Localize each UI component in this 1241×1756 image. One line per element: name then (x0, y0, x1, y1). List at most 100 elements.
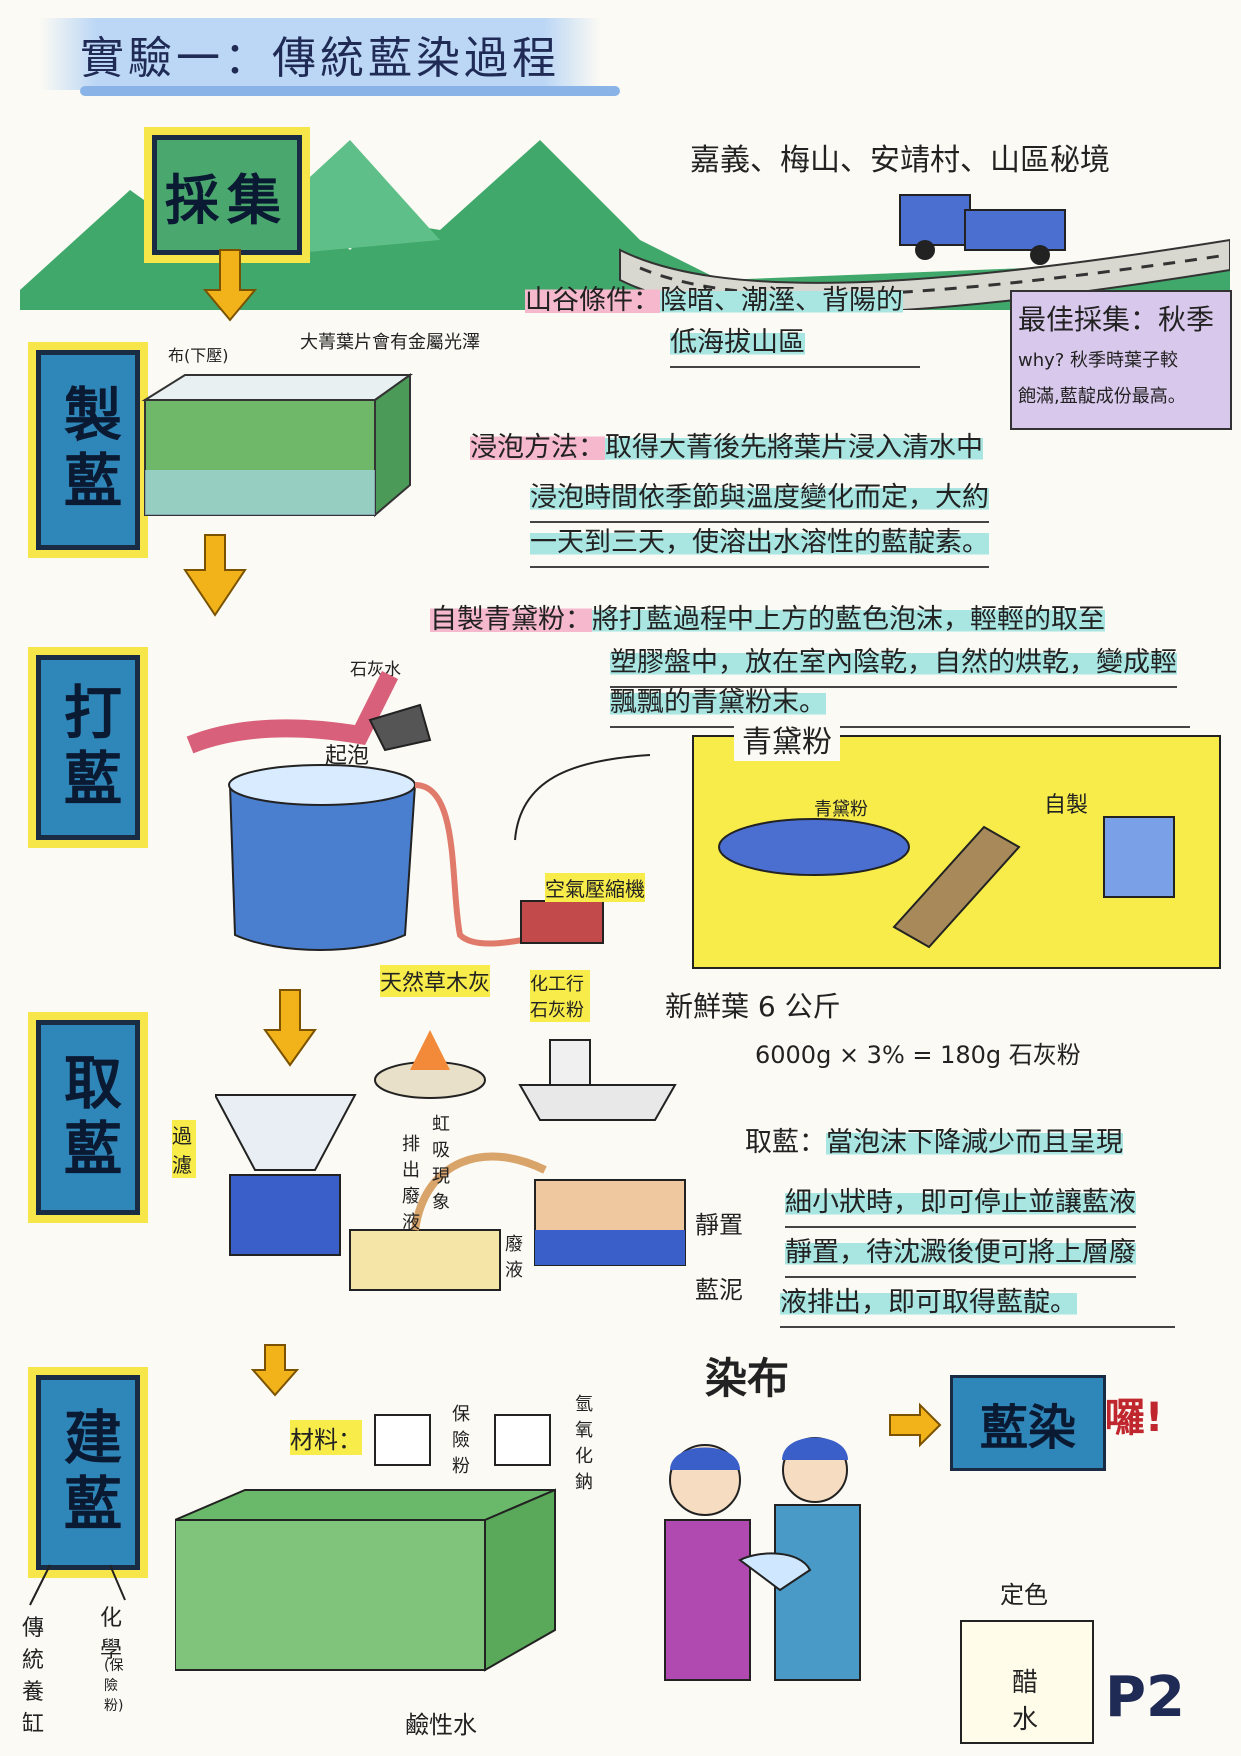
page-number: P2 (1105, 1665, 1186, 1730)
cloth (738, 1552, 812, 1592)
extract-line4-wrap: 液排出，即可取得藍靛。 (780, 1280, 1175, 1328)
soak-line1-wrap: 浸泡方法：取得大菁後先將葉片浸入清水中 (470, 425, 983, 471)
location-text: 嘉義、梅山、安靖村、山區秘境 (690, 143, 1110, 178)
powder-line1: 將打藍過程中上方的藍色泡沫，輕輕的取至 (592, 604, 1105, 635)
powder-line2: 塑膠盤中，放在室內陰乾，自然的烘乾，變成輕 (610, 647, 1177, 678)
powder-line1-wrap: 自製青黛粉：將打藍過程中上方的藍色泡沫，輕輕的取至 (430, 597, 1105, 643)
compressor-icon (520, 900, 604, 944)
powder-box: 青黛粉 青黛粉 自製 (692, 717, 1221, 969)
headscarf-left (670, 1447, 740, 1470)
soak-line2: 浸泡時間依季節與溫度變化而定，大約 (530, 482, 989, 513)
branch-line-right (109, 1564, 126, 1601)
arrow-down-icon (202, 249, 258, 322)
powder-dish (718, 818, 910, 876)
soak-label: 浸泡方法： (470, 432, 605, 463)
step-beat: 打藍 (28, 647, 148, 848)
branch-traditional: 傳統養缸 (22, 1616, 45, 1737)
road-line (639, 254, 1221, 297)
powder-box-title: 青黛粉 (734, 717, 840, 761)
lime-pitcher (368, 703, 432, 752)
valley-label: 山谷條件： (525, 285, 660, 316)
mud-label: 藍泥 (695, 1276, 743, 1304)
tank-cloth-label: 布(下壓) (168, 346, 229, 365)
powder-label: 自製青黛粉： (430, 604, 592, 635)
build-vat (175, 1414, 556, 1672)
extract-line2-wrap: 細小狀時，即可停止並讓藍液 (785, 1180, 1136, 1228)
arrow-down-icon (183, 534, 247, 617)
mountains (20, 140, 1230, 310)
best-collect-box: 最佳採集：秋季 why? 秋季時葉子較 飽滿,藍靛成份最高。 (1010, 290, 1232, 430)
arrow-down-icon (263, 989, 317, 1067)
valley-line1: 陰暗、潮溼、背陽的 (660, 285, 903, 316)
scoop-handle (186, 670, 399, 754)
tank-leaves-label: 大菁葉片會有金屬光澤 (300, 332, 480, 353)
fix-label: 定色 (1000, 1581, 1048, 1609)
waste-label: 廢液 (505, 1234, 523, 1281)
alkaline-label: 鹼性水 (405, 1711, 477, 1739)
powder-jar-label: 自製 (1044, 793, 1089, 818)
truck-icon (899, 194, 1066, 265)
beating-bucket (186, 670, 601, 951)
powder-line3: 飄飄的青黛粉末。 (610, 687, 826, 718)
powder-jar (1103, 816, 1175, 898)
best-collect-line2: why? 秋季時葉子較 (1018, 350, 1179, 371)
filter-funnel (215, 1094, 357, 1171)
headscarf-right (782, 1437, 848, 1460)
page-title: 實驗一：傳統藍染過程 (40, 18, 600, 90)
best-collect-line3: 飽滿,藍靛成份最高。 (1018, 386, 1186, 407)
valley-line2: 低海拔山區 (670, 327, 805, 358)
dyers-illustration (664, 1437, 861, 1681)
dye-title: 染布 (705, 1354, 790, 1403)
insurance-cup (374, 1414, 431, 1466)
soak-line2-wrap: 浸泡時間依季節與溫度變化而定，大約 (530, 475, 989, 523)
branch-line-left (29, 1564, 51, 1606)
ash-label: 天然草木灰 (380, 965, 491, 997)
step-make: 製藍 (28, 342, 148, 558)
powder-illustration (718, 816, 1175, 949)
drying-tray (892, 825, 1021, 949)
filter-label: 過濾 (172, 1120, 196, 1178)
materials-label: 材料： (290, 1420, 362, 1455)
formula-line1: 新鮮葉 6 公斤 (665, 990, 841, 1023)
fire-icon (410, 1030, 450, 1070)
valley-line2-wrap: 低海拔山區 (670, 320, 920, 368)
arrow-down-icon (250, 1344, 300, 1397)
siphon-label: 虹吸現象 (432, 1114, 450, 1213)
extract-illustration (215, 1094, 686, 1291)
compressor-label: 空氣壓縮機 (545, 873, 645, 902)
extract-line1-wrap: 取藍：當泡沫下降減少而且呈現 (745, 1120, 1123, 1166)
ash-and-scale (374, 1030, 677, 1121)
dye-exclaim: 囉! (1105, 1395, 1164, 1441)
lime-jar (549, 1039, 591, 1086)
soak-line1: 取得大菁後先將葉片浸入清水中 (605, 432, 983, 463)
naoh-label: 氫氧化鈉 (575, 1394, 593, 1493)
branch-chemical-note: (保險粉) (104, 1658, 124, 1714)
settle-label: 靜置 (695, 1211, 743, 1239)
naoh-cup (494, 1414, 551, 1466)
best-collect-line1: 最佳採集：秋季 (1018, 303, 1215, 336)
step-collect: 採集 (144, 127, 310, 263)
soak-tank (141, 373, 414, 518)
step-build: 建藍 (28, 1367, 148, 1578)
curve-arrow (514, 754, 651, 841)
arrow-right-icon (889, 1402, 942, 1448)
extract-line4: 液排出，即可取得藍靛。 (780, 1287, 1077, 1318)
powder-line2-wrap: 塑膠盤中，放在室內陰乾，自然的烘乾，變成輕 (610, 640, 1177, 688)
soak-line3: 一天到三天，使溶出水溶性的藍靛素。 (530, 527, 989, 558)
drain-label: 排出廢液 (402, 1134, 420, 1233)
branch-chemical: 化學 (100, 1606, 123, 1663)
siphon-tube (411, 1152, 547, 1231)
extract-line1: 當泡沫下降減少而且呈現 (826, 1127, 1123, 1158)
extract-line3-wrap: 靜置，待沈澱後便可將上層廢 (785, 1230, 1136, 1278)
powder-line3-wrap: 飄飄的青黛粉末。 (610, 680, 1190, 728)
dyer-right-apron (774, 1504, 861, 1681)
scale-icon (518, 1084, 677, 1121)
dyer-left-apron (664, 1519, 751, 1681)
waste-tray (349, 1229, 501, 1291)
extract-line3: 靜置，待沈澱後便可將上層廢 (785, 1237, 1136, 1268)
step-extract: 取藍 (28, 1012, 148, 1223)
valley-block: 山谷條件：陰暗、潮溼、背陽的 (525, 278, 903, 324)
soak-line3-wrap: 一天到三天，使溶出水溶性的藍靛素。 (530, 520, 989, 568)
